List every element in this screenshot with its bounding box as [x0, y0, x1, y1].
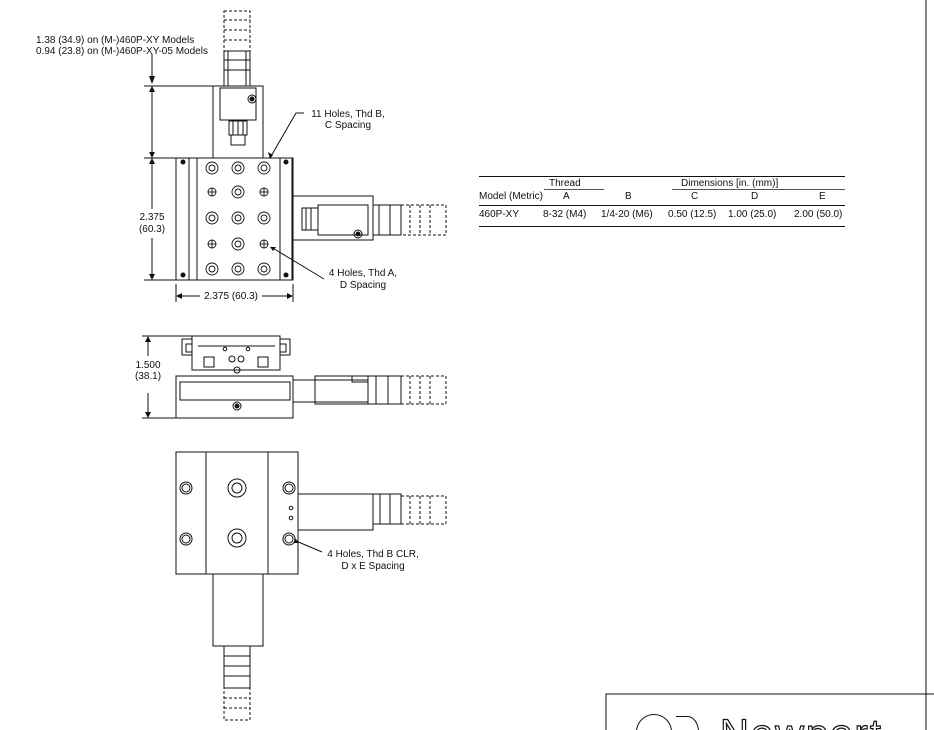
- thread-rule: [544, 189, 604, 190]
- holes-a-line-1: 4 Holes, Thd A,: [328, 268, 398, 279]
- width-dim: 2.375 (60.3): [204, 291, 258, 302]
- height-note-2: 0.94 (23.8) on (M-)460P-XY-05 Models: [36, 46, 208, 57]
- holes-a-line-2: D Spacing: [339, 280, 387, 291]
- side-dim-inches: 2.375: [139, 212, 165, 223]
- micrometer-top-dashed: [223, 10, 251, 52]
- side-top-carriage: [191, 335, 281, 371]
- header-d: D: [751, 191, 759, 202]
- side-dim-mm: (60.3): [138, 224, 166, 235]
- header-b: B: [625, 191, 632, 202]
- hole-grid: [205, 161, 271, 276]
- height-note-1: 1.38 (34.9) on (M-)460P-XY Models: [36, 35, 195, 46]
- cell-b: 1/4-20 (M6): [601, 209, 653, 220]
- side-actuator: [292, 195, 374, 241]
- table-top-rule: [479, 176, 845, 177]
- top-view: [144, 10, 447, 302]
- dimensions-rule: [672, 189, 845, 190]
- logo-mark-icon: [636, 714, 672, 730]
- group-dimensions: Dimensions [in. (mm)]: [681, 178, 779, 189]
- clr-holes-line-2: D x E Spacing: [341, 561, 405, 572]
- header-a: A: [563, 191, 570, 202]
- cell-a: 8-32 (M4): [543, 209, 587, 220]
- height-dim-mm: (38.1): [134, 371, 162, 382]
- cell-c: 0.50 (12.5): [668, 209, 717, 220]
- header-c: C: [691, 191, 699, 202]
- header-e: E: [819, 191, 826, 202]
- header-model: Model (Metric): [479, 191, 543, 202]
- holes-b-line-1: 11 Holes, Thd B,: [311, 109, 385, 120]
- newport-logo: Newport: [630, 712, 926, 730]
- logo-box: [605, 693, 934, 730]
- stage-body: [175, 157, 294, 281]
- bottom-view: [175, 451, 447, 721]
- holes-b-line-2: C Spacing: [324, 120, 372, 131]
- height-dim-inches: 1.500: [135, 360, 161, 371]
- clr-holes-line-1: 4 Holes, Thd B CLR,: [327, 549, 419, 560]
- logo-mark-inner-icon: [676, 716, 699, 730]
- cell-model: 460P-XY: [479, 209, 520, 220]
- cell-e: 2.00 (50.0): [794, 209, 843, 220]
- cell-d: 1.00 (25.0): [728, 209, 777, 220]
- table-bottom-rule: [479, 226, 845, 227]
- table-header-rule: [479, 205, 845, 206]
- side-view: [142, 335, 447, 419]
- group-thread: Thread: [549, 178, 581, 189]
- bottom-base: [175, 451, 299, 575]
